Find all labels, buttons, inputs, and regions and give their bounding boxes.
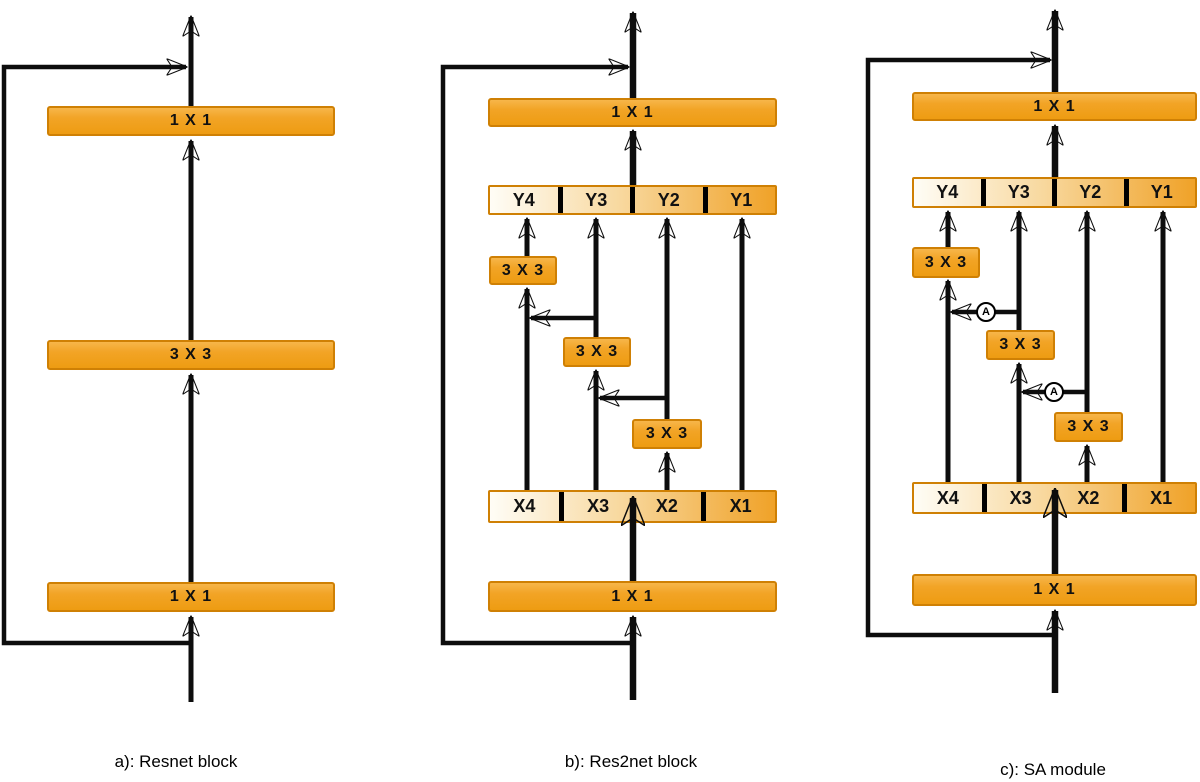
panel-c-conv-1x1-bottom: 1 X 1 xyxy=(912,574,1197,606)
panel-b-segment-y1: Y1 xyxy=(702,187,776,213)
panel-b-caption: b): Res2net block xyxy=(564,752,698,771)
panel-c-segment-x1: X1 xyxy=(1122,484,1195,512)
panel-b-segment-y3: Y3 xyxy=(557,187,631,213)
panel-a-conv-1x1-top: 1 X 1 xyxy=(47,106,335,136)
panel-b-conv-1x1-bottom: 1 X 1 xyxy=(488,581,777,612)
panel-c-segment-x4: X4 xyxy=(936,487,959,508)
panel-b-conv-3x3-y3: 3 X 3 xyxy=(563,337,631,367)
panel-c-x-feature-bar: X4 X3 X2 X1 xyxy=(912,482,1197,514)
panel-b-segment-y4: Y4 xyxy=(512,189,535,210)
panel-b-x-feature-bar: X4 X3 X2 X1 xyxy=(488,490,777,523)
panel-a-conv-1x1-bottom: 1 X 1 xyxy=(47,582,335,612)
panel-c-segment-y2: Y2 xyxy=(1052,179,1124,206)
panel-b-segment-x4: X4 xyxy=(513,496,536,516)
panel-b-segment-y2: Y2 xyxy=(630,187,703,213)
panel-b-y-feature-bar: Y4 Y3 Y2 Y1 xyxy=(488,185,777,215)
panel-b-segment-x1: X1 xyxy=(701,492,775,521)
panel-c-segment-y4: Y4 xyxy=(936,182,959,202)
panel-c-conv-3x3-y3: 3 X 3 xyxy=(986,330,1055,360)
panel-b-conv-3x3-y4: 3 X 3 xyxy=(489,256,557,285)
panel-c-segment-y1: Y1 xyxy=(1123,179,1196,206)
panel-c-caption: c): SA module xyxy=(1000,760,1106,779)
panel-c-conv-1x1-top: 1 X 1 xyxy=(912,92,1197,121)
panel-c-conv-3x3-y2: 3 X 3 xyxy=(1054,412,1123,442)
panel-b-segment-x2: X2 xyxy=(655,496,678,516)
attention-circle-icon: A xyxy=(976,302,996,322)
attention-circle-icon: A xyxy=(1044,382,1064,402)
panel-c-segment-x3: X3 xyxy=(981,484,1055,512)
panel-a-caption: a): Resnet block xyxy=(114,752,238,771)
panel-a-conv-3x3-middle: 3 X 3 xyxy=(47,340,335,370)
panel-b-conv-1x1-top: 1 X 1 xyxy=(488,98,777,127)
panel-b-conv-3x3-y2: 3 X 3 xyxy=(632,419,702,449)
panel-c-segment-x2: X2 xyxy=(1077,487,1100,508)
panel-b-segment-x3: X3 xyxy=(558,492,633,521)
panel-c-y-feature-bar: Y4 Y3 Y2 Y1 xyxy=(912,177,1197,208)
panel-c-conv-3x3-y4: 3 X 3 xyxy=(912,247,980,278)
panel-c-segment-y3: Y3 xyxy=(980,179,1053,206)
